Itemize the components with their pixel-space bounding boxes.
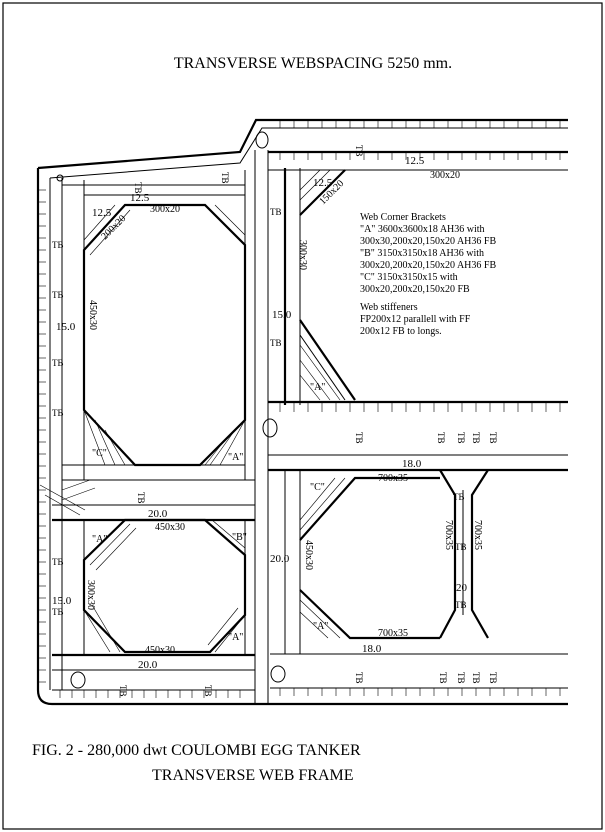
tb-label: TB — [455, 542, 467, 552]
vert-fb2-label: 700x35 — [472, 520, 483, 550]
tb-label: TB — [471, 672, 481, 684]
mid-fb-label: 450x30 — [155, 522, 185, 533]
tb-labels: TB TB TB TB TB TB TB TB TB TB TB TB TB TB TB TB TB TB TB TB… — [52, 145, 498, 697]
right-fb-bottom-label: 700x35 — [378, 628, 408, 639]
stringer-left-fb-label: 300x20 — [150, 204, 180, 215]
lower-left-tank — [52, 504, 255, 654]
low-side-thk-label: 15.0 — [52, 595, 72, 607]
bracket-b-label: "B" — [232, 532, 247, 543]
tb-label: TB — [52, 290, 64, 300]
note-b-line1: "B" 3150x3150x18 AH36 with — [360, 248, 484, 259]
tb-label: TB — [438, 672, 448, 684]
longitudinal-ticks — [38, 120, 561, 698]
bottom-fb-label: 450x30 — [145, 645, 175, 656]
right-deck-thk-label: 18.0 — [402, 458, 422, 470]
hull-outline — [36, 118, 568, 706]
side-fb-label: 450x30 — [87, 300, 98, 330]
bracket-a-label-1: "A" — [310, 382, 325, 393]
bulkhead-fb-label: 300x30 — [297, 240, 308, 270]
tb-label: TB — [136, 492, 146, 504]
tb-label: TB — [488, 672, 498, 684]
figure-caption-line2: TRANSVERSE WEB FRAME — [152, 767, 354, 784]
tb-label: TB — [52, 607, 64, 617]
center-fb-label: 450x30 — [303, 540, 314, 570]
tb-label: TB — [52, 408, 64, 418]
tb-label: TB — [133, 182, 143, 194]
bottom-thk-label: 20.0 — [138, 659, 158, 671]
right-fb-top-label: 700x35 — [378, 473, 408, 484]
side-thk-label: 15.0 — [56, 321, 76, 333]
tb-label: TB — [52, 240, 64, 250]
tb-label: TB — [354, 432, 364, 444]
tb-label: TB — [220, 172, 230, 184]
tb-label: TB — [488, 432, 498, 444]
tb-label: TB — [118, 685, 128, 697]
right-lower-structure — [268, 400, 568, 654]
note-c-line1: "C" 3150x3150x15 with — [360, 272, 458, 283]
bracket-a-label-4: "A" — [228, 632, 243, 643]
stringer-mid-label: 12.5 — [313, 177, 333, 189]
figure-caption-line1: FIG. 2 - 280,000 dwt COULOMBI EGG TANKER — [32, 742, 361, 759]
left-web-columns — [61, 150, 269, 704]
bracket-a-label-2: "A" — [228, 452, 243, 463]
center-thk-label: 20.0 — [270, 553, 290, 565]
tb-label: TB — [456, 672, 466, 684]
brackets-heading: Web Corner Brackets — [360, 212, 446, 223]
upper-left-tank — [62, 184, 255, 481]
stiffeners-heading: Web stiffeners — [360, 302, 418, 313]
tb-label: TB — [455, 600, 467, 610]
bracket-a-label-5: "A" — [313, 621, 328, 632]
center-bulkhead — [283, 168, 356, 405]
tb-label: TB — [203, 685, 213, 697]
right-bottom-thk-label: 18.0 — [362, 643, 382, 655]
note-a-line2: 300x30,200x20,150x20 AH36 FB — [360, 236, 496, 247]
tb-label: TB — [52, 557, 64, 567]
vert-thk-label: 20 — [456, 582, 468, 594]
tb-label: TB — [270, 338, 282, 348]
bulkhead-thk-label: 15.0 — [272, 309, 292, 321]
tb-label: TB — [456, 432, 466, 444]
stringer-left-12-5: 12.5 — [92, 207, 112, 219]
tb-label: TB — [270, 207, 282, 217]
bracket-c-label-1: "C" — [92, 448, 107, 459]
tb-label: TB — [453, 492, 465, 502]
tb-label: TB — [52, 358, 64, 368]
stringer-crossing — [39, 479, 96, 516]
note-c-line2: 300x20,200x20,150x20 FB — [360, 284, 470, 295]
stringer-left-label: 12.5 — [130, 192, 150, 204]
tb-label: TB — [436, 432, 446, 444]
stiffener-line2: 200x12 FB to longs. — [360, 326, 442, 337]
mid-thk-label: 20.0 — [148, 508, 168, 520]
page-title: TRANSVERSE WEBSPACING 5250 mm. — [174, 55, 452, 72]
tb-label: TB — [471, 432, 481, 444]
lightening-holes — [56, 131, 286, 689]
stiffener-line1: FP200x12 parallell with FF — [360, 314, 471, 325]
vert-fb1-label: 700x35 — [443, 520, 454, 550]
notes-block: Web Corner Brackets "A" 3600x3600x18 AH3… — [360, 212, 496, 337]
tb-label: TB — [354, 672, 364, 684]
low-side-fb-label: 300x30 — [85, 580, 96, 610]
note-a-line1: "A" 3600x3600x18 AH36 with — [360, 224, 485, 235]
deck-fb-label: 300x20 — [430, 170, 460, 181]
tb-label: TB — [354, 145, 364, 157]
deck-thickness-label: 12.5 — [405, 155, 425, 167]
bracket-c-label-2: "C" — [310, 482, 325, 493]
bracket-a-label-3: "A" — [92, 534, 107, 545]
note-b-line2: 300x20,200x20,150x20 AH36 FB — [360, 260, 496, 271]
